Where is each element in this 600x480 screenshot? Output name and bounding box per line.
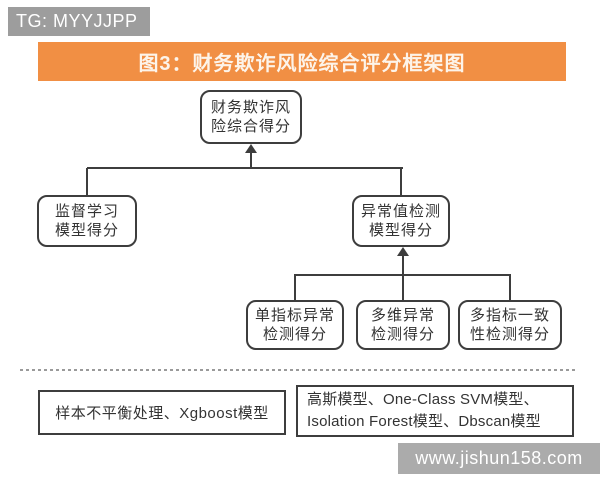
node-indicator-consistency-score: 多指标一致 性检测得分 bbox=[458, 300, 562, 350]
connector-stub-supervised bbox=[86, 168, 88, 195]
connector-arrow-shaft-root bbox=[250, 152, 252, 168]
node-label-line: 模型得分 bbox=[368, 222, 433, 239]
node-label-line: 多维异常 bbox=[370, 307, 435, 324]
node-label-line: 财务欺诈风 bbox=[210, 99, 291, 116]
node-label-line: 模型得分 bbox=[54, 222, 119, 239]
node-label-line: 单指标异常 bbox=[254, 307, 335, 324]
legend-outlier-models: 高斯模型、One-Class SVM模型、 Isolation Forest模型… bbox=[296, 385, 574, 437]
connector-stub-single bbox=[294, 275, 296, 300]
arrow-up-icon bbox=[397, 247, 409, 256]
node-label-line: 检测得分 bbox=[262, 326, 327, 343]
connector-arrow-shaft-outlier bbox=[402, 255, 404, 300]
node-multidimensional-score: 多维异常 检测得分 bbox=[356, 300, 450, 350]
legend-supervised-models: 样本不平衡处理、Xgboost模型 bbox=[38, 390, 286, 435]
node-supervised-learning-score: 监督学习 模型得分 bbox=[37, 195, 137, 247]
node-label-line: 异常值检测 bbox=[360, 203, 441, 220]
connector-stub-consistency bbox=[509, 275, 511, 300]
dashed-divider bbox=[20, 369, 578, 371]
node-single-indicator-score: 单指标异常 检测得分 bbox=[246, 300, 344, 350]
website-watermark: www.jishun158.com bbox=[398, 443, 600, 474]
figure-title-bar: 图3：财务欺诈风险综合评分框架图 bbox=[38, 42, 566, 81]
connector-stub-outlier bbox=[400, 168, 402, 195]
legend-text-line: Isolation Forest模型、Dbscan模型 bbox=[307, 413, 541, 430]
node-label-line: 性检测得分 bbox=[469, 326, 550, 343]
tg-contact-badge: TG: MYYJJPP bbox=[8, 7, 150, 36]
node-outlier-detection-score: 异常值检测 模型得分 bbox=[352, 195, 450, 247]
node-label-line: 险综合得分 bbox=[210, 118, 291, 135]
figure-title: 图3：财务欺诈风险综合评分框架图 bbox=[138, 53, 466, 75]
legend-text-line: 高斯模型、One-Class SVM模型、 bbox=[307, 391, 539, 408]
node-label-line: 多指标一致 bbox=[469, 307, 550, 324]
legend-text: 样本不平衡处理、Xgboost模型 bbox=[55, 405, 269, 422]
connector-horizontal-top bbox=[87, 167, 403, 169]
node-overall-fraud-score: 财务欺诈风 险综合得分 bbox=[200, 90, 302, 144]
arrow-up-icon bbox=[245, 144, 257, 153]
node-label-line: 检测得分 bbox=[370, 326, 435, 343]
node-label-line: 监督学习 bbox=[54, 203, 119, 220]
